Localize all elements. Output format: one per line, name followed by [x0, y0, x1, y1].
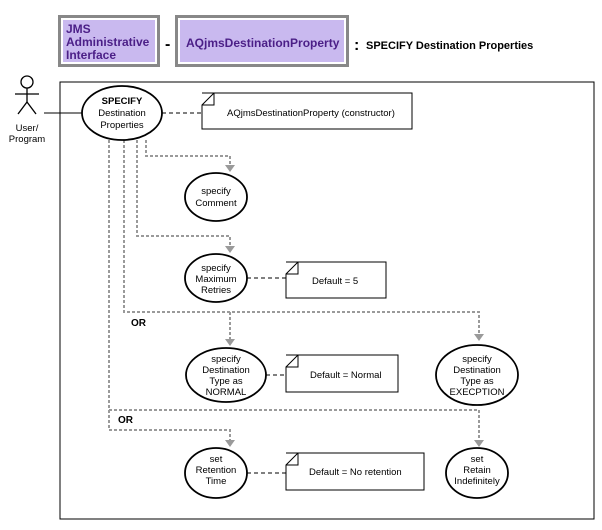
- header-box2-label: AQjmsDestinationProperty: [186, 36, 340, 50]
- note-constructor: AQjmsDestinationProperty (constructor): [201, 92, 413, 130]
- svg-text:AQjmsDestinationProperty (cons: AQjmsDestinationProperty (constructor): [227, 108, 395, 119]
- svg-text:Type as: Type as: [209, 376, 243, 387]
- svg-text:specify: specify: [201, 186, 231, 197]
- note-default-retention: Default = No retention: [285, 452, 425, 491]
- svg-text:SPECIFY: SPECIFY: [102, 96, 143, 107]
- note-default-retries: Default = 5: [285, 261, 387, 299]
- svg-text:Default = Normal: Default = Normal: [310, 370, 382, 381]
- node-specify-maximum-retries: specify Maximum Retries: [184, 253, 248, 303]
- svg-text:Retain: Retain: [463, 465, 490, 476]
- svg-text:Time: Time: [206, 476, 227, 487]
- flow-arrowheads: [225, 165, 484, 447]
- or-label-1: OR: [131, 318, 147, 329]
- note-default-type: Default = Normal: [285, 354, 399, 393]
- svg-text:EXECPTION: EXECPTION: [450, 387, 505, 398]
- diagram-frame: [59, 81, 595, 520]
- svg-text:Destination: Destination: [453, 365, 501, 376]
- or-label-2: OR: [118, 415, 134, 426]
- svg-text:Maximum: Maximum: [195, 274, 236, 285]
- node-specify-type-exception: specify Destination Type as EXECPTION: [435, 344, 519, 406]
- header-box1-line1: JMS: [66, 22, 91, 36]
- svg-text:NORMAL: NORMAL: [206, 387, 247, 398]
- actor-label-line2: Program: [9, 134, 46, 145]
- node-set-retention-time: set Retention Time: [184, 447, 248, 499]
- svg-text:set: set: [471, 454, 484, 465]
- node-specify-destination-properties: SPECIFY Destination Properties: [81, 85, 163, 141]
- node-specify-comment: specify Comment: [184, 172, 248, 222]
- header-dash: -: [165, 36, 170, 53]
- actor-label-line1: User/: [16, 123, 39, 134]
- svg-text:specify: specify: [201, 263, 231, 274]
- svg-text:Default = 5: Default = 5: [312, 276, 358, 287]
- svg-text:specify: specify: [211, 354, 241, 365]
- svg-text:Properties: Properties: [100, 120, 144, 131]
- aqjms-destination-property-box: AQjmsDestinationProperty: [175, 15, 349, 67]
- svg-text:Comment: Comment: [195, 198, 237, 209]
- svg-text:Destination: Destination: [202, 365, 250, 376]
- svg-text:Retention: Retention: [196, 465, 237, 476]
- svg-text:Indefinitely: Indefinitely: [454, 476, 500, 487]
- svg-text:Type as: Type as: [460, 376, 494, 387]
- jms-admin-interface-box: JMS Administrative Interface: [58, 15, 160, 67]
- header-colon: :: [354, 37, 359, 54]
- svg-text:Destination: Destination: [98, 108, 146, 119]
- svg-text:specify: specify: [462, 354, 492, 365]
- header-box1-line3: Interface: [66, 48, 116, 62]
- svg-text:Retries: Retries: [201, 285, 231, 296]
- node-set-retain-indefinitely: set Retain Indefinitely: [445, 447, 509, 499]
- flow-lines: [108, 140, 480, 442]
- actor-user-program: [15, 75, 39, 115]
- node-specify-type-normal: specify Destination Type as NORMAL: [185, 347, 267, 403]
- svg-text:set: set: [210, 454, 223, 465]
- svg-text:Default = No retention: Default = No retention: [309, 467, 402, 478]
- header-box1-line2: Administrative: [66, 35, 150, 49]
- page-title: SPECIFY Destination Properties: [366, 40, 533, 52]
